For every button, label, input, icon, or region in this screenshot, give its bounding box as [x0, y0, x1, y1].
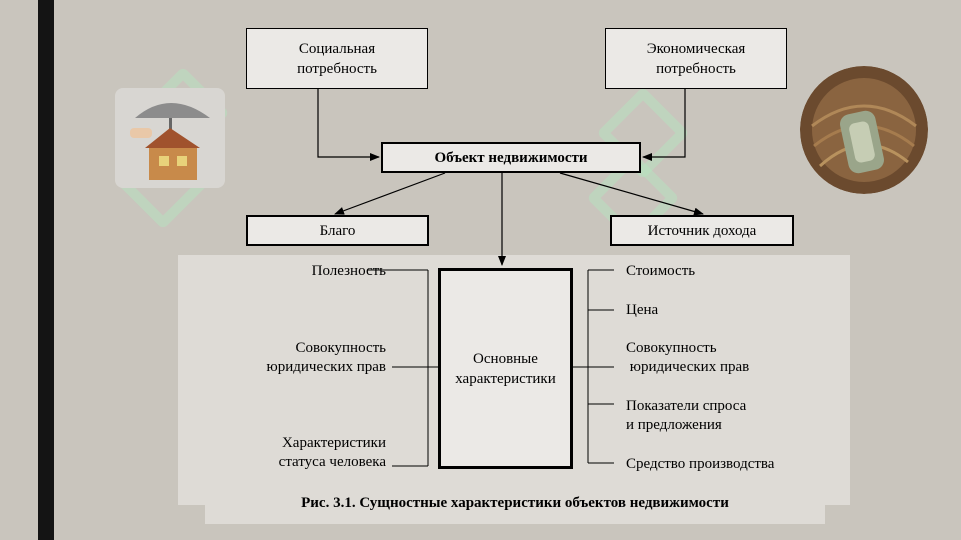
arrow-social-to-object: [318, 89, 379, 157]
social-need-box: Социальная потребность: [246, 28, 428, 89]
figure-caption: Рис. 3.1. Сущностные характеристики объе…: [210, 495, 820, 512]
right-item-production-means: Средство производства: [626, 455, 774, 474]
left-item-status: Характеристики статуса человека: [279, 434, 386, 472]
economic-need-box: Экономическая потребность: [605, 28, 787, 89]
right-item-supply-demand: Показатели спроса и предложения: [626, 397, 746, 435]
core-characteristics-box: Основные характеристики: [438, 268, 573, 469]
arrow-economic-to-object: [643, 89, 685, 157]
left-item-utility: Полезность: [312, 262, 386, 281]
real-estate-object-box: Объект недвижимости: [381, 142, 641, 173]
right-item-price: Цена: [626, 301, 658, 320]
right-item-legal-rights: Совокупность юридических прав: [626, 339, 749, 377]
income-source-box: Источник дохода: [610, 215, 794, 246]
arrow-object-to-good: [335, 173, 445, 214]
arrow-object-to-income: [560, 173, 703, 214]
good-box: Благо: [246, 215, 429, 246]
left-item-legal-rights: Совокупность юридических прав: [267, 339, 386, 377]
right-item-value: Стоимость: [626, 262, 695, 281]
